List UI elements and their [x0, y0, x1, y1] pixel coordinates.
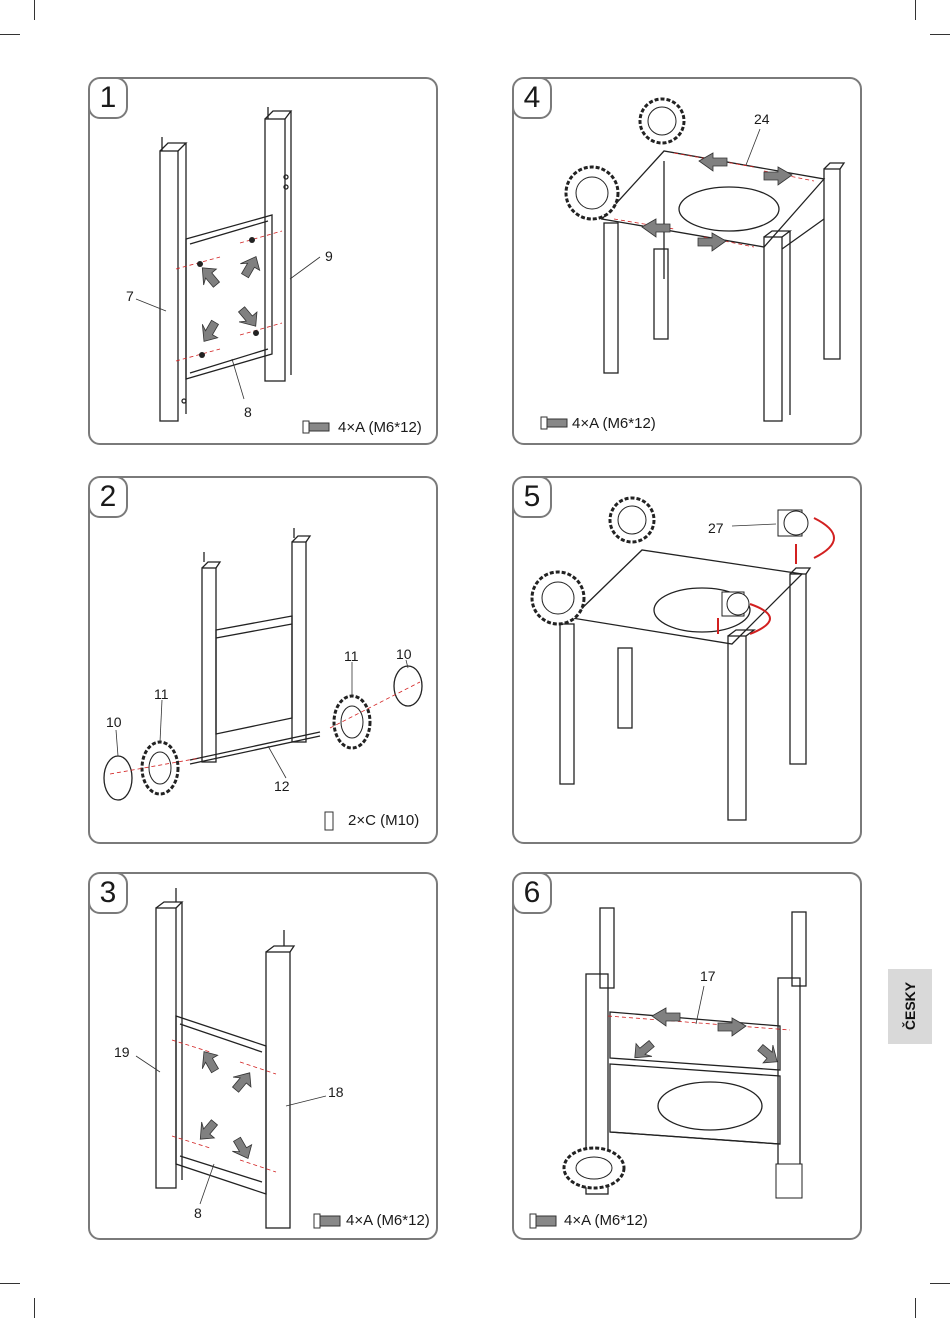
callout-label: 9 [325, 248, 333, 264]
step-4-panel: 4 24 4×A (M6*12) [512, 77, 862, 445]
wheel-icon [532, 498, 654, 624]
hardware-quantity: 2×C (M10) [348, 812, 419, 830]
crop-mark [34, 0, 35, 20]
step-5-illustration [514, 478, 862, 844]
callout-label: 17 [700, 968, 716, 984]
step-number: 1 [88, 77, 128, 119]
wheel-icon [142, 696, 370, 794]
step-3-illustration [90, 874, 438, 1240]
step-number: 6 [512, 872, 552, 914]
step-1-illustration [90, 79, 438, 445]
callout-label: 19 [114, 1044, 130, 1060]
crop-mark [0, 34, 20, 35]
wheel-icon [564, 1148, 802, 1198]
crop-mark [915, 1298, 916, 1318]
step-5-panel: 5 27 [512, 476, 862, 844]
bolt-icon [541, 417, 567, 429]
callout-label: 8 [244, 404, 252, 420]
language-tab: ČESKY [888, 969, 932, 1044]
step-1-panel: 1 7 9 8 4×A (M6*12) [88, 77, 438, 445]
callout-label: 12 [274, 778, 290, 794]
hardware-quantity: 4×A (M6*12) [338, 419, 422, 437]
callout-label: 24 [754, 111, 770, 127]
callout-label: 18 [328, 1084, 344, 1100]
callout-label: 10 [106, 714, 122, 730]
crop-mark [930, 1283, 950, 1284]
step-6-panel: 6 17 4×A (M6*12) [512, 872, 862, 1240]
crop-mark [915, 0, 916, 20]
hardware-quantity: 4×A (M6*12) [346, 1212, 430, 1230]
step-number: 2 [88, 476, 128, 518]
bolt-icon [303, 421, 329, 433]
callout-label: 7 [126, 288, 134, 304]
callout-label: 11 [154, 686, 169, 702]
hardware-quantity: 4×A (M6*12) [564, 1212, 648, 1230]
nut-icon [325, 812, 333, 830]
step-number: 4 [512, 77, 552, 119]
step-number: 3 [88, 872, 128, 914]
bolt-icon [314, 1214, 340, 1228]
language-label: ČESKY [902, 982, 918, 1030]
crop-mark [34, 1298, 35, 1318]
wheel-icon [566, 99, 684, 219]
crop-mark [930, 34, 950, 35]
callout-label: 11 [344, 648, 359, 664]
step-2-illustration [90, 478, 438, 844]
step-6-illustration [514, 874, 862, 1240]
step-3-panel: 3 19 18 8 4×A (M6*12) [88, 872, 438, 1240]
callout-label: 8 [194, 1205, 202, 1221]
bolt-icon [530, 1214, 556, 1228]
step-4-illustration [514, 79, 862, 445]
step-number: 5 [512, 476, 552, 518]
crop-mark [0, 1283, 20, 1284]
step-2-panel: 2 11 10 11 10 12 2×C (M10) [88, 476, 438, 844]
hardware-quantity: 4×A (M6*12) [572, 415, 656, 433]
callout-label: 10 [396, 646, 412, 662]
callout-label: 27 [708, 520, 724, 536]
